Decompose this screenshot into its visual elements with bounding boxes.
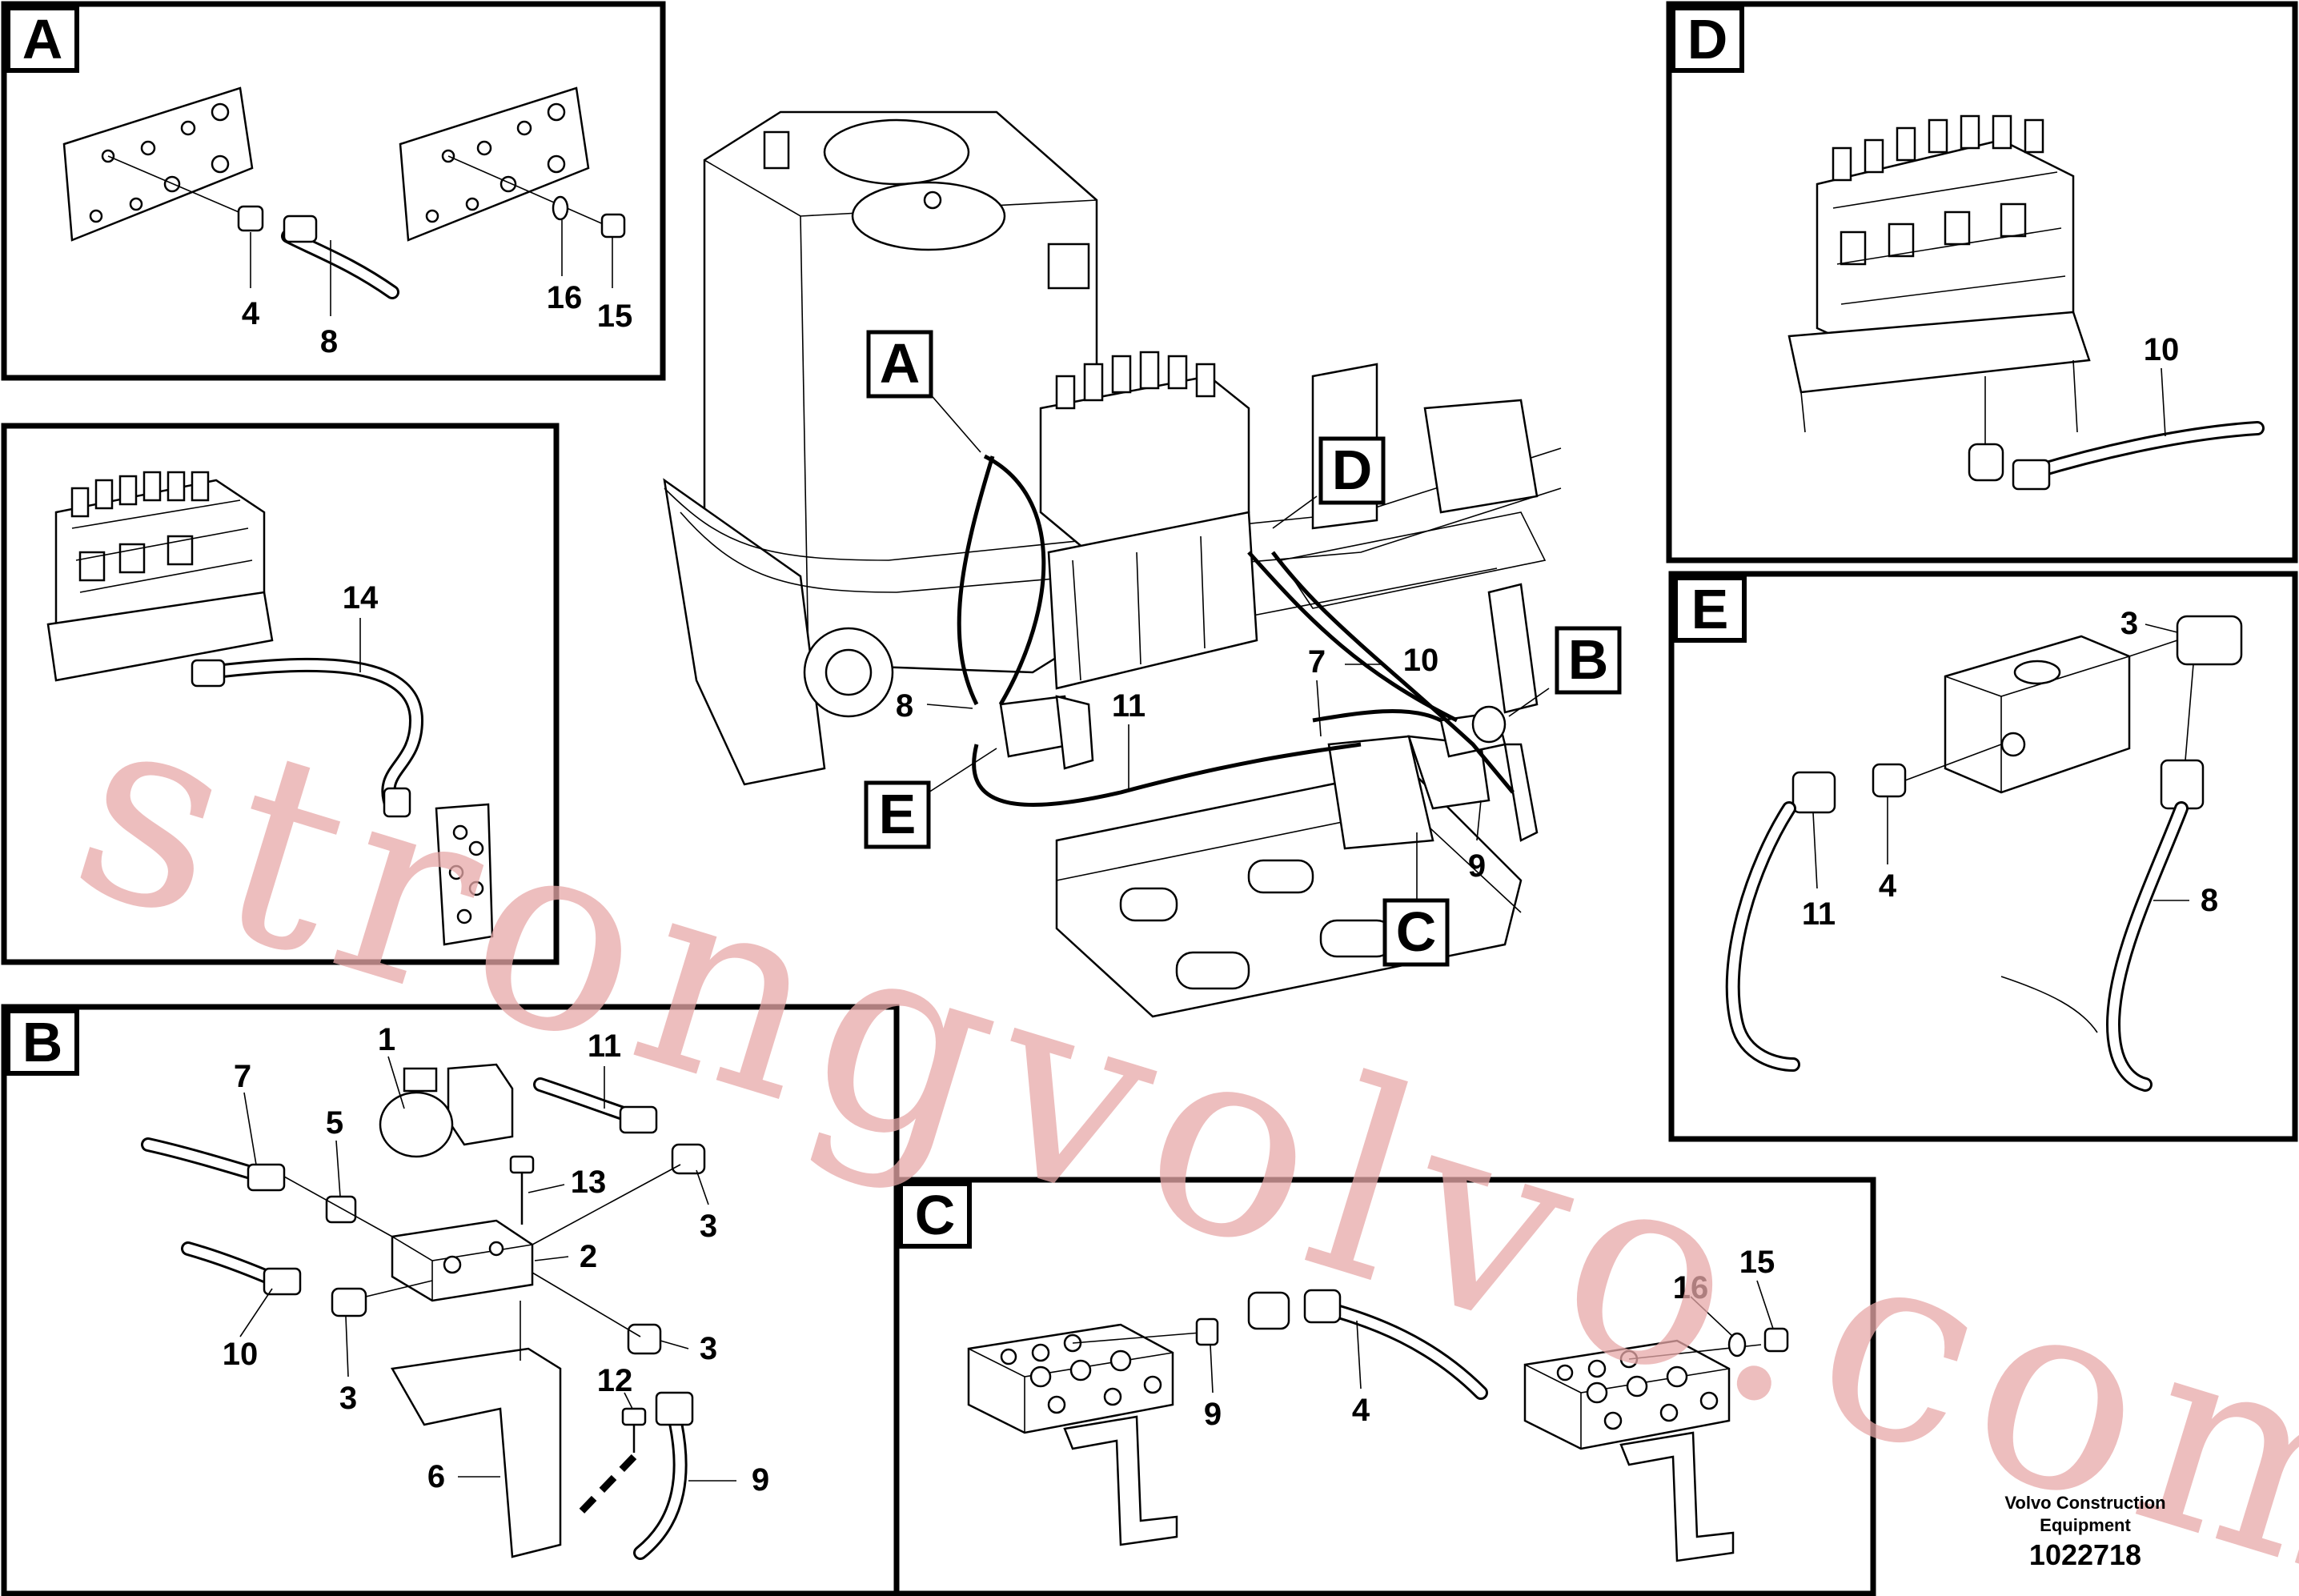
svg-text:B: B	[22, 1011, 63, 1073]
svg-text:7: 7	[234, 1059, 251, 1094]
svg-text:11: 11	[1802, 896, 1836, 932]
svg-text:11: 11	[588, 1029, 621, 1064]
main-callout-C: C	[1382, 898, 1450, 967]
main-leaders	[926, 391, 1550, 904]
main-callout-E: E	[864, 780, 931, 849]
svg-text:9: 9	[752, 1462, 769, 1498]
svg-text:E: E	[879, 783, 917, 845]
svg-text:13: 13	[571, 1165, 607, 1200]
svg-text:4: 4	[1879, 868, 1897, 904]
panel-D: D 10	[1666, 1, 2298, 563]
svg-text:6: 6	[427, 1459, 445, 1494]
svg-text:8: 8	[320, 324, 338, 359]
svg-text:9: 9	[1468, 848, 1486, 884]
svg-text:C: C	[1396, 900, 1437, 963]
svg-text:12: 12	[597, 1363, 633, 1398]
svg-text:10: 10	[223, 1337, 259, 1372]
drawing-number: 1022718	[2029, 1538, 2141, 1571]
svg-text:D: D	[1687, 8, 1728, 70]
svg-text:16: 16	[547, 280, 583, 315]
svg-text:8: 8	[896, 688, 913, 724]
svg-text:3: 3	[700, 1209, 717, 1244]
svg-text:3: 3	[2120, 606, 2138, 641]
svg-text:11: 11	[1112, 688, 1145, 724]
svg-text:A: A	[22, 8, 63, 70]
main-machine-view	[663, 110, 1562, 1018]
main-callout-A: A	[866, 330, 933, 399]
svg-text:10: 10	[2144, 332, 2180, 367]
svg-text:7: 7	[1308, 644, 1326, 680]
svg-text:D: D	[1332, 439, 1373, 501]
svg-text:Equipment: Equipment	[2040, 1515, 2131, 1535]
svg-text:E: E	[1691, 578, 1729, 640]
panel-detail-14: 14	[1, 423, 560, 965]
svg-text:1: 1	[378, 1022, 395, 1057]
svg-text:3: 3	[339, 1381, 357, 1416]
svg-text:2: 2	[580, 1239, 597, 1274]
panel-C: C 9 4 16 15	[893, 1177, 1876, 1596]
panel-B: B	[1, 1004, 900, 1596]
footer-credit: Volvo Construction Equipment 1022718	[2004, 1493, 2165, 1571]
svg-text:C: C	[915, 1184, 956, 1246]
panel-E: E 3 11 4 8	[1668, 571, 2298, 1142]
svg-text:5: 5	[326, 1105, 343, 1141]
svg-text:14: 14	[343, 580, 379, 616]
svg-text:3: 3	[700, 1331, 717, 1366]
svg-text:15: 15	[597, 299, 633, 334]
main-callout-D: D	[1318, 436, 1386, 505]
svg-text:9: 9	[1204, 1397, 1222, 1432]
panel-A: A 4 8 16 15	[1, 1, 666, 381]
svg-text:10: 10	[1403, 643, 1439, 678]
svg-text:Volvo Construction: Volvo Construction	[2004, 1493, 2165, 1513]
svg-text:16: 16	[1673, 1270, 1709, 1305]
main-part-labels: 7 10 8 11 9	[896, 643, 1486, 884]
svg-text:15: 15	[1739, 1245, 1775, 1280]
svg-text:4: 4	[1352, 1393, 1370, 1428]
svg-text:8: 8	[2201, 883, 2218, 918]
main-callout-B: B	[1555, 626, 1622, 695]
svg-text:B: B	[1568, 628, 1609, 691]
svg-text:A: A	[880, 332, 921, 395]
svg-text:4: 4	[242, 296, 260, 331]
